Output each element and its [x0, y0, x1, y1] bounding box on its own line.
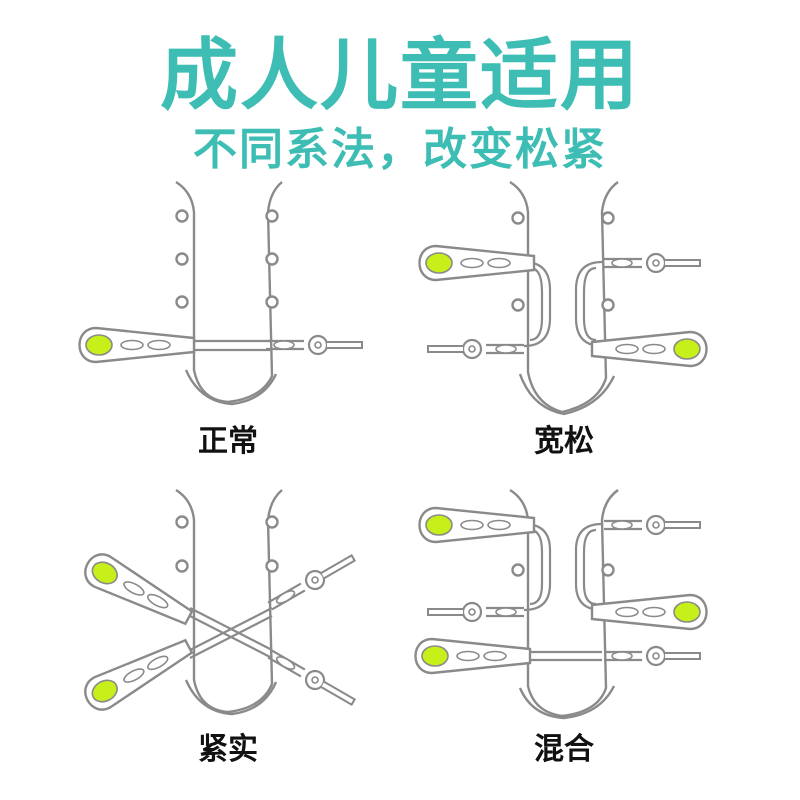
lace-end [264, 645, 359, 711]
caption-loose: 宽松 [534, 424, 594, 459]
lace-end [426, 601, 526, 623]
lace-clip [590, 593, 708, 631]
caption-normal: 正常 [198, 424, 258, 459]
lace-end [602, 252, 702, 274]
lace-end [426, 338, 526, 360]
caption-tight: 紧实 [198, 732, 258, 767]
lace-end [602, 514, 702, 536]
page-title: 成人儿童适用 [159, 31, 640, 121]
lace-clip [414, 637, 532, 675]
lace-end [264, 334, 364, 356]
caption-mixed: 混合 [534, 732, 594, 767]
lace-clip [418, 244, 536, 282]
lace-clip [418, 506, 536, 544]
page-subtitle: 不同系法，改变松紧 [193, 124, 607, 175]
lace-end [602, 645, 702, 667]
lace-clip [590, 330, 708, 368]
lace-clip [78, 326, 196, 364]
diagram-normal [78, 180, 364, 406]
lace-end [264, 549, 359, 615]
diagram-mixed [414, 488, 708, 720]
diagram-tight [78, 488, 359, 717]
diagram-loose [418, 180, 708, 416]
lace-clip [78, 630, 198, 717]
